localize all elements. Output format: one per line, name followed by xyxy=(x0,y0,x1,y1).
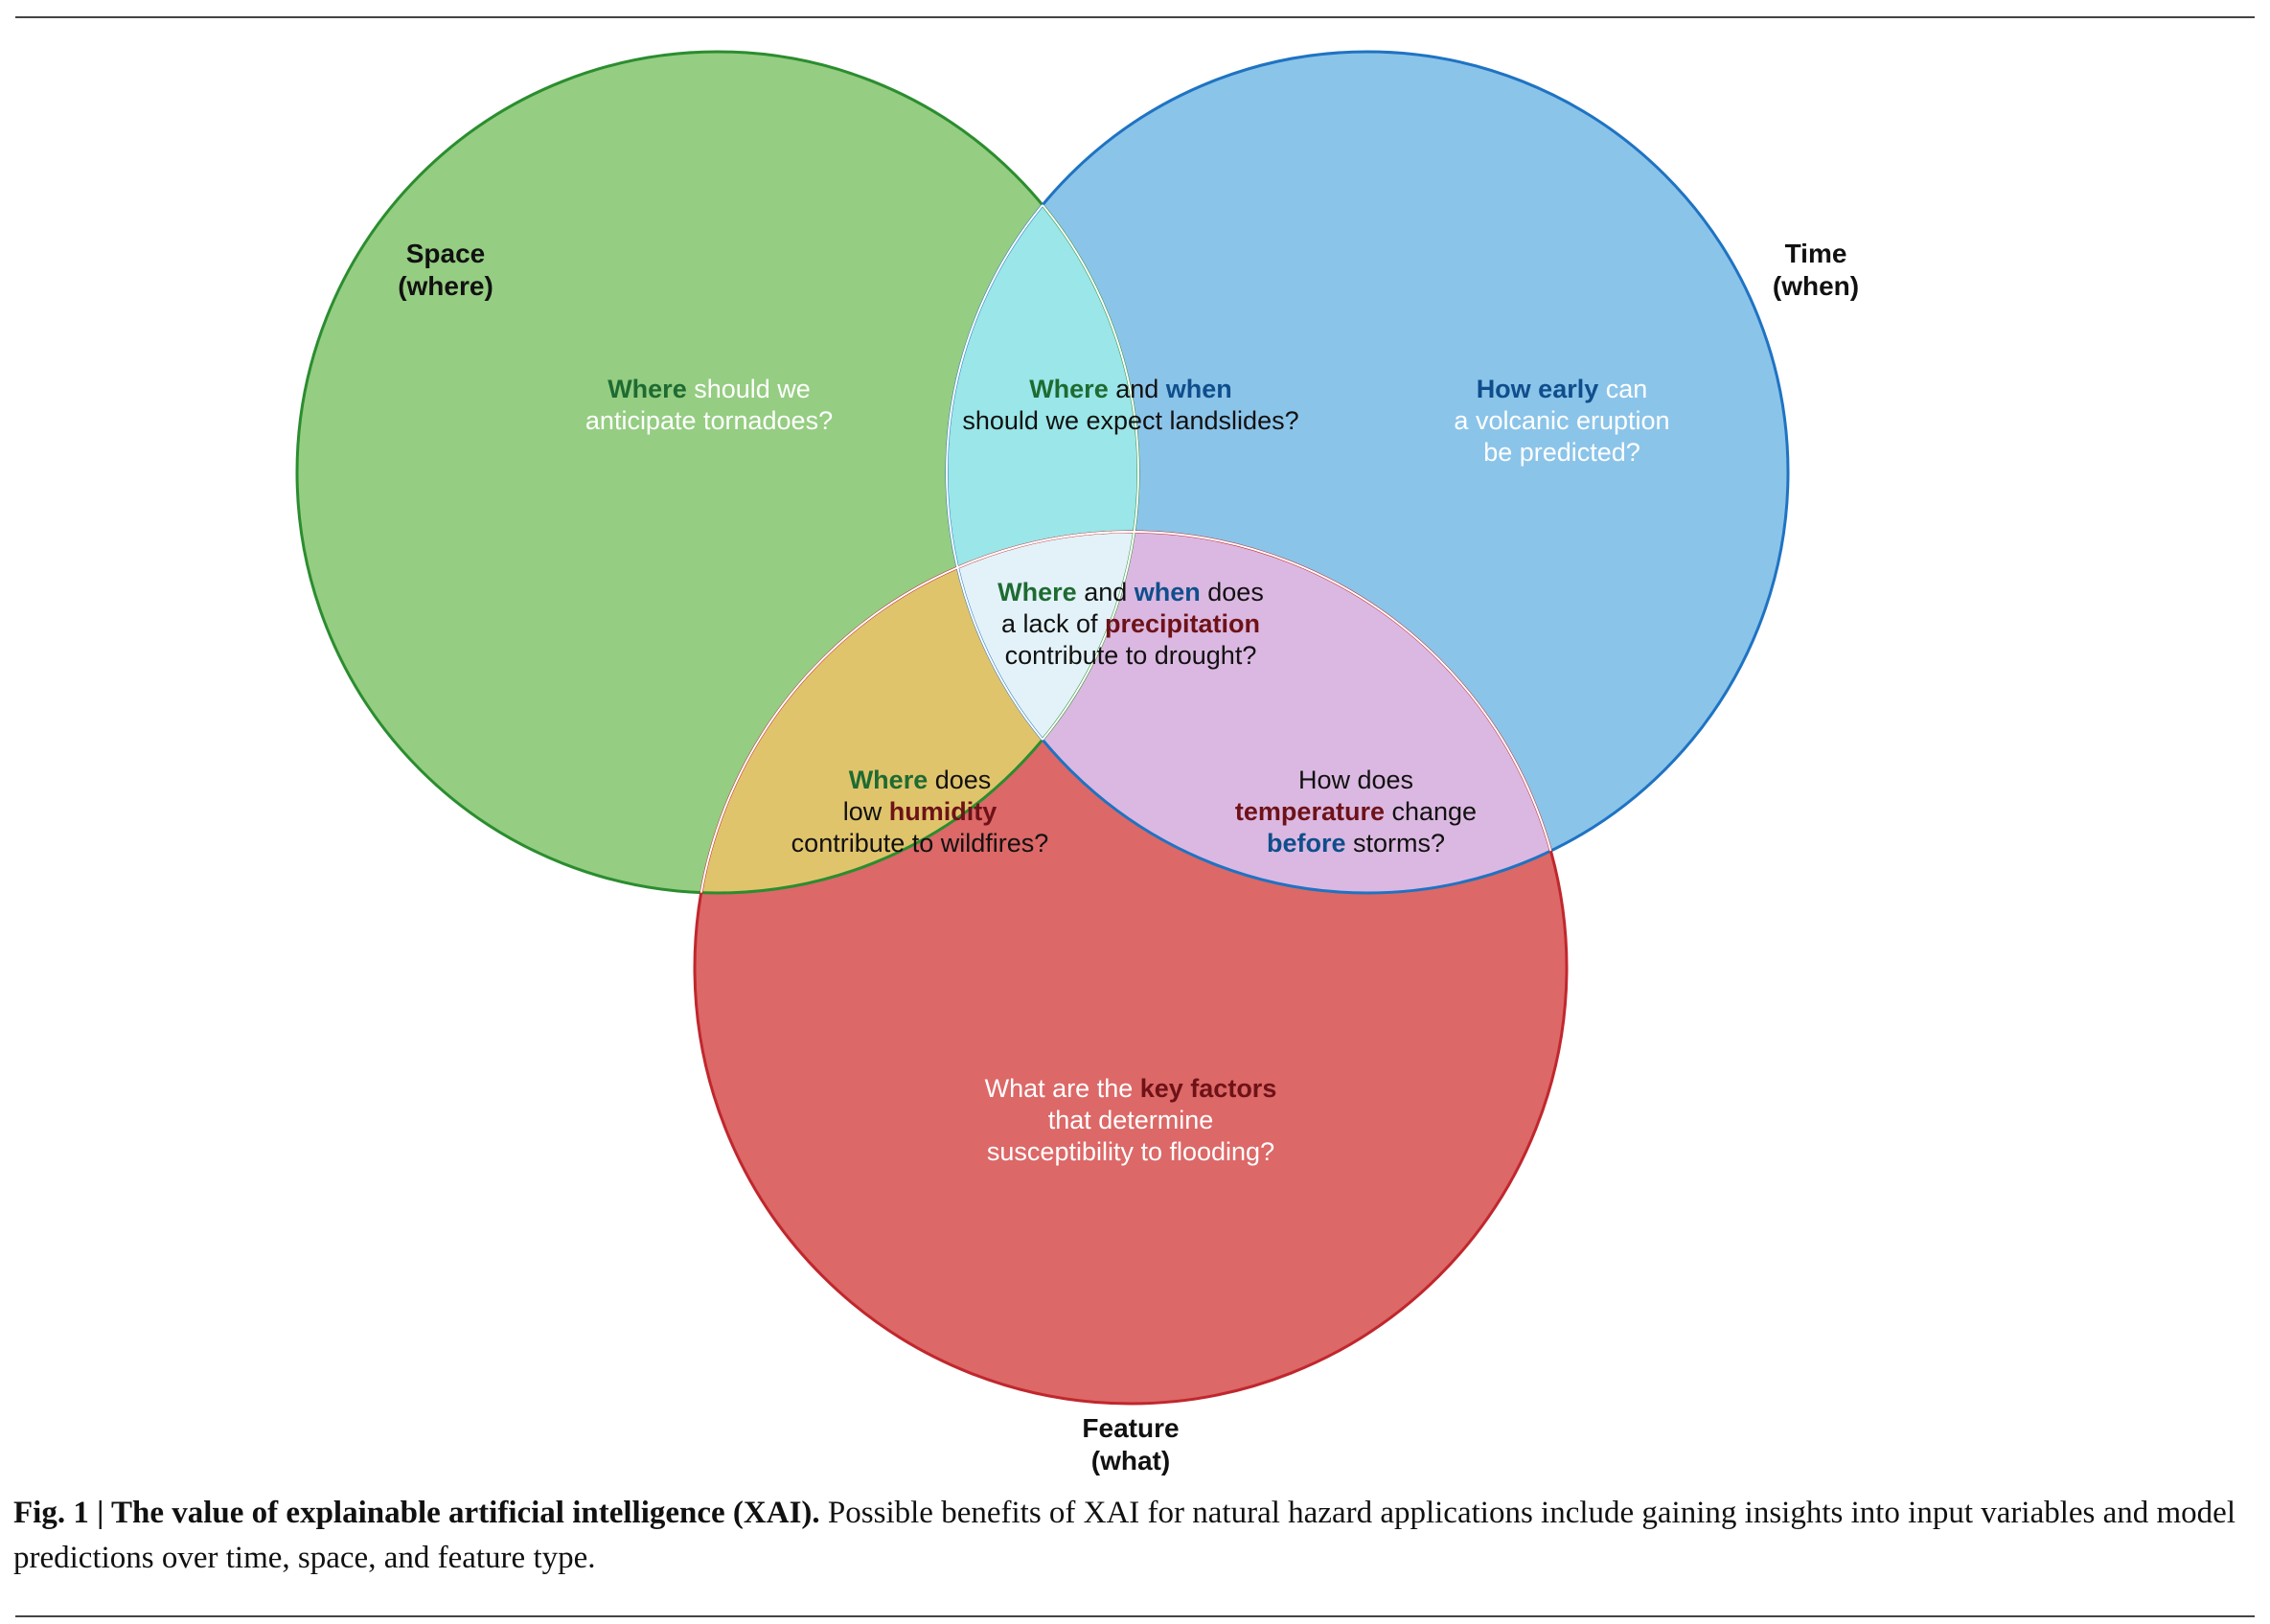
space-feature-text2: low xyxy=(842,797,889,826)
space-time-emph-where: Where xyxy=(1029,375,1109,403)
feature-emph-key-factors: key factors xyxy=(1139,1074,1277,1103)
time-question: How early can a volcanic eruption be pre… xyxy=(1370,374,1754,469)
time-question-text3: be predicted? xyxy=(1483,438,1640,467)
time-feature-text2: change xyxy=(1384,797,1478,826)
feature-label-line2: (what) xyxy=(1090,1446,1171,1475)
space-time-text1: and xyxy=(1108,375,1166,403)
feature-question: What are the key factors that determine … xyxy=(891,1073,1370,1168)
time-label: Time (when) xyxy=(1734,238,1897,303)
space-feature-overlap xyxy=(695,532,1138,893)
space-feature-text1: does xyxy=(928,766,992,794)
center-text1: and xyxy=(1076,578,1135,606)
caption-body: Possible benefits of XAI for natural haz… xyxy=(13,1496,2236,1575)
space-feature-question: Where does low humidity contribute to wi… xyxy=(728,765,1112,859)
time-question-text2: a volcanic eruption xyxy=(1454,406,1670,435)
space-time-text2: should we expect landslides? xyxy=(962,406,1299,435)
feature-label: Feature (what) xyxy=(1035,1412,1227,1477)
space-question-text2: anticipate tornadoes? xyxy=(585,406,834,435)
feature-text3: susceptibility to flooding? xyxy=(986,1137,1275,1166)
feature-label-line1: Feature xyxy=(1082,1413,1180,1443)
center-emph-where: Where xyxy=(997,578,1077,606)
time-question-emph: How early xyxy=(1476,375,1599,403)
center-question: Where and when does a lack of precipitat… xyxy=(939,577,1322,672)
space-label: Space (where) xyxy=(364,238,527,303)
space-label-line2: (where) xyxy=(398,271,493,301)
time-question-text1: can xyxy=(1598,375,1648,403)
center-text4: contribute to drought? xyxy=(1004,641,1257,670)
space-time-emph-when: when xyxy=(1165,375,1232,403)
center-emph-when: when xyxy=(1134,578,1201,606)
space-feature-emph-humidity: humidity xyxy=(888,797,997,826)
space-time-question: Where and when should we expect landslid… xyxy=(891,374,1370,437)
space-question-emph: Where xyxy=(608,375,687,403)
time-feature-text1: How does xyxy=(1297,766,1414,794)
feature-text1: What are the xyxy=(984,1074,1140,1103)
center-emph-precipitation: precipitation xyxy=(1105,609,1261,638)
center-text2: does xyxy=(1200,578,1264,606)
time-feature-text3: storms? xyxy=(1345,829,1446,858)
time-label-line2: (when) xyxy=(1772,271,1860,301)
feature-text2: that determine xyxy=(1047,1106,1214,1134)
figure-caption: Fig. 1 | The value of explainable artifi… xyxy=(13,1491,2256,1581)
space-feature-emph-where: Where xyxy=(848,766,929,794)
inner-borders xyxy=(694,52,1568,893)
caption-title: Fig. 1 | The value of explainable artifi… xyxy=(13,1496,820,1530)
space-feature-text3: contribute to wildfires? xyxy=(791,829,1049,858)
space-label-line1: Space xyxy=(405,239,486,268)
time-feature-emph-temperature: temperature xyxy=(1234,797,1385,826)
time-feature-emph-before: before xyxy=(1266,829,1346,858)
space-question-text1: should we xyxy=(686,375,811,403)
time-feature-overlap xyxy=(947,532,1567,893)
time-feature-question: How does temperature change before storm… xyxy=(1164,765,1548,859)
space-question: Where should we anticipate tornadoes? xyxy=(517,374,901,437)
center-text3: a lack of xyxy=(1000,609,1106,638)
top-rule xyxy=(15,16,2255,18)
time-label-line1: Time xyxy=(1784,239,1847,268)
bottom-rule xyxy=(15,1615,2255,1617)
